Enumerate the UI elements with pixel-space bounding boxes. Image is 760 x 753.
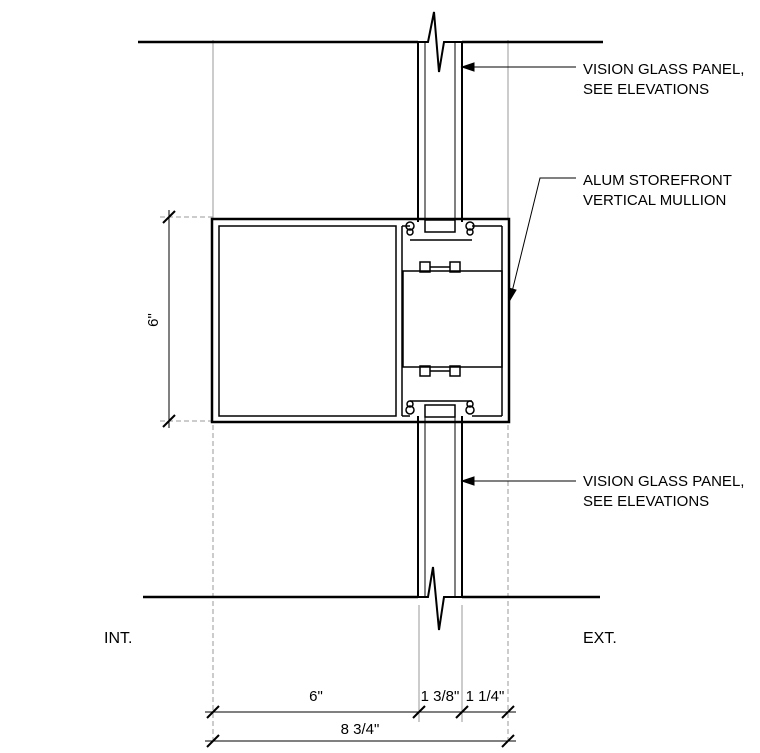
dimension-lines xyxy=(162,210,516,748)
callout-mullion-line1: ALUM STOREFRONT xyxy=(583,172,732,189)
interior-label: INT. xyxy=(104,630,132,647)
callout-top-glass: VISION GLASS PANEL, SEE ELEVATIONS xyxy=(583,61,744,98)
storefront-mullion xyxy=(210,217,511,424)
callout-bottom-glass: VISION GLASS PANEL, SEE ELEVATIONS xyxy=(583,473,744,510)
callout-top-glass-line2: SEE ELEVATIONS xyxy=(583,81,709,98)
callout-mullion-line2: VERTICAL MULLION xyxy=(583,192,726,209)
dimension-text-interior-depth: 6" xyxy=(309,688,323,705)
dimension-text-mullion-depth: 6" xyxy=(145,313,162,327)
section-boundary-lines xyxy=(138,40,603,599)
break-symbols xyxy=(418,11,462,631)
dimension-text-exterior-depth: 1 1/4" xyxy=(466,688,505,705)
break-symbol-top xyxy=(418,11,462,73)
leader-lines xyxy=(460,62,576,486)
callout-bottom-glass-line1: VISION GLASS PANEL, xyxy=(583,473,744,490)
callout-mullion: ALUM STOREFRONT VERTICAL MULLION xyxy=(583,172,732,209)
callout-bottom-glass-line2: SEE ELEVATIONS xyxy=(583,493,709,510)
break-symbol-bottom xyxy=(418,566,462,631)
dimension-text-overall-depth: 8 3/4" xyxy=(341,721,380,738)
callout-top-glass-line1: VISION GLASS PANEL, xyxy=(583,61,744,78)
dimension-text-glass-depth: 1 3/8" xyxy=(421,688,460,705)
exterior-label: EXT. xyxy=(583,630,617,647)
vision-glass-panel-lower xyxy=(417,404,463,597)
